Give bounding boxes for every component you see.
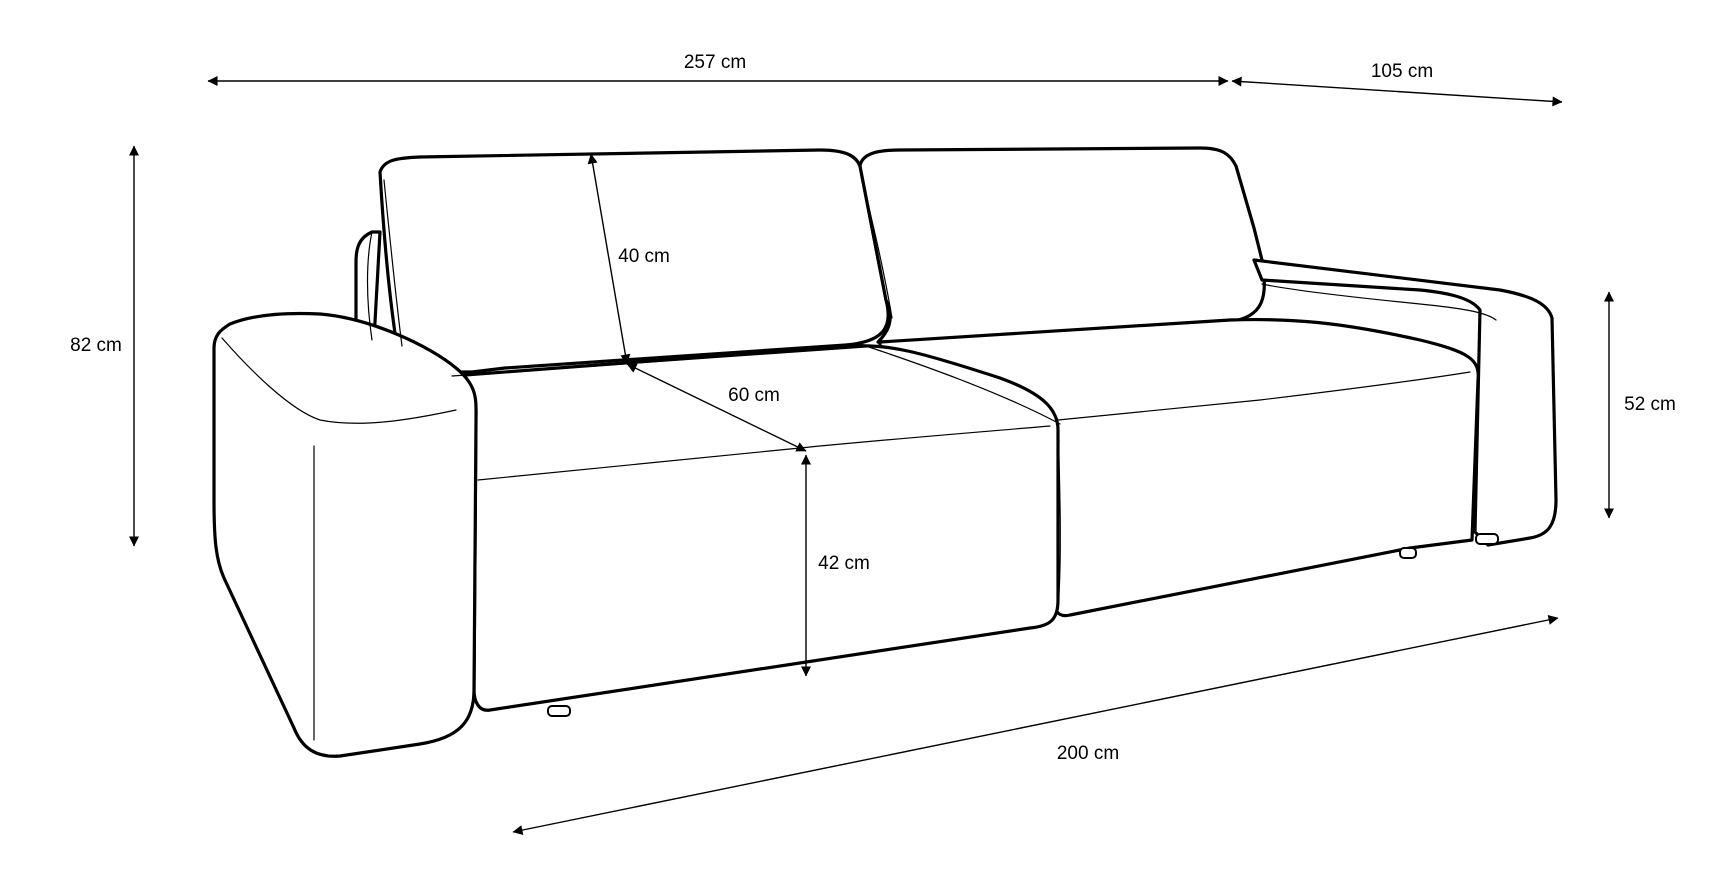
seat-right-top-back (879, 319, 1231, 343)
dim-seat-width-line (512, 615, 1559, 835)
back-left-inner-edge (366, 231, 373, 341)
back-cushion-divider (859, 169, 893, 319)
label-armrest-height: 52 cm (1624, 394, 1676, 415)
label-seat-height: 42 cm (818, 553, 870, 574)
label-seat-width: 200 cm (1057, 743, 1119, 764)
dim-seat-depth-line (626, 363, 807, 452)
armrest-right (1252, 258, 1558, 547)
seat-left-front-edge (477, 425, 1051, 481)
seat-right-front-edge (1057, 371, 1471, 421)
foot-front-right (1399, 547, 1417, 559)
dim-depth-line (1231, 76, 1563, 107)
back-cushion-right (858, 146, 1266, 344)
armrest-right-inner-vertical (1473, 339, 1481, 531)
dimension-lines (129, 76, 1614, 835)
seat-cushion-divider-top (859, 343, 1061, 425)
seat-cushion-divider-front (1057, 423, 1061, 611)
dim-backrest-line (587, 153, 631, 365)
foot-front-left (547, 705, 571, 717)
dimension-labels: 257 cm 105 cm 82 cm 40 cm 60 cm 42 cm 52… (70, 52, 1676, 764)
label-depth: 105 cm (1371, 61, 1433, 82)
armrest-left (212, 311, 478, 758)
label-seat-depth: 60 cm (728, 385, 780, 406)
back-cushion-left (378, 148, 890, 382)
foot-right-arm (1475, 533, 1499, 545)
label-backrest-height: 40 cm (618, 246, 670, 267)
label-total-height: 82 cm (70, 335, 122, 356)
seat-left-top-back (451, 345, 881, 377)
label-total-width: 257 cm (684, 52, 746, 73)
armrest-left-top-curve (221, 337, 457, 424)
sofa-drawing (212, 146, 1558, 758)
armrest-right-top-curve (1261, 283, 1497, 321)
back-left-inner-edge-2 (383, 179, 403, 347)
